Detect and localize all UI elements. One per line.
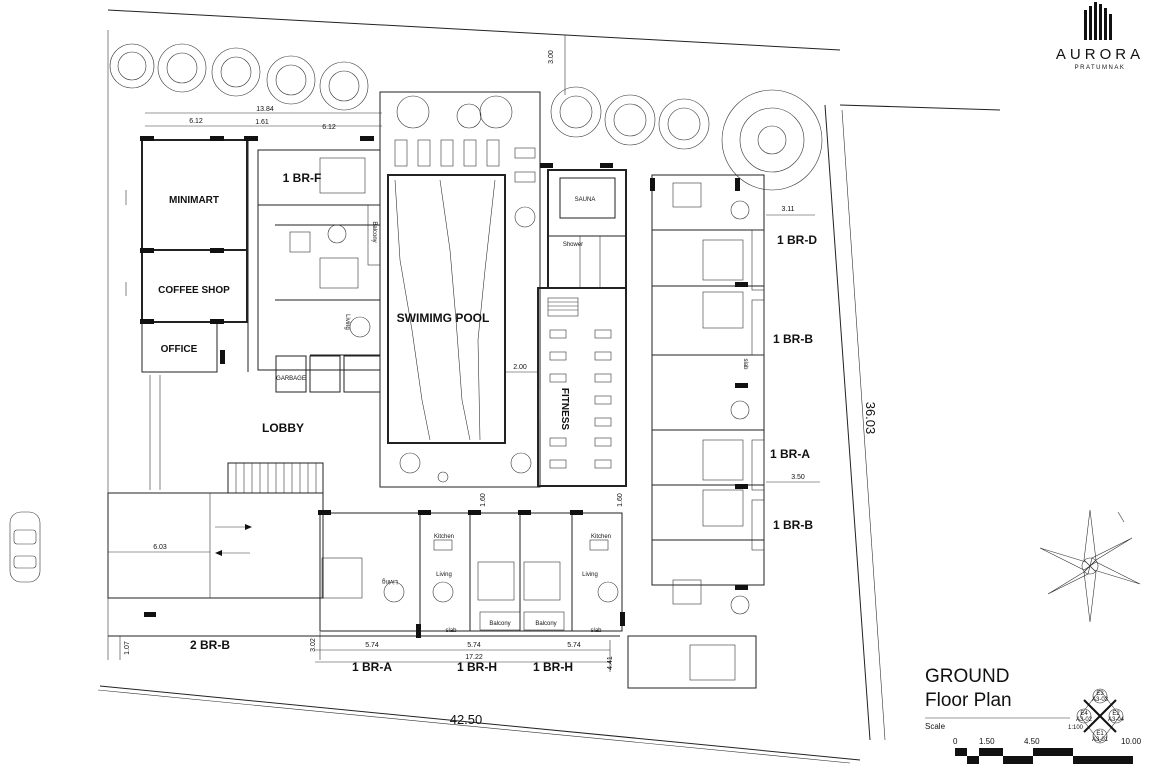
fitness-block (537, 287, 627, 487)
scale-ratio: 1:100 (1068, 725, 1084, 731)
room-label-balcony-3: Balcony (371, 221, 377, 242)
dim-42-50: 42.50 (450, 712, 483, 727)
room-label-balcony-2: Balcony (535, 621, 556, 627)
dim-17-22: 17.22 (465, 654, 483, 661)
room-label-coffee-shop: COFFEE SHOP (158, 285, 230, 296)
key-plan-left-ref: A3-02 (1076, 717, 1093, 723)
room-label-living-3: Living (582, 572, 598, 578)
room-label-balcony-1: Balcony (489, 621, 510, 627)
south-units (318, 510, 625, 638)
dim-1-60-left: 1.60 (480, 493, 487, 507)
dim-6-12-left: 6.12 (189, 118, 203, 125)
unit-label-1br-b-lower: 1 BR-B (773, 518, 813, 532)
brand-subtitle: PRATUMNAK (1075, 65, 1126, 71)
scale-tick-3: 10.00 (1121, 737, 1142, 746)
dimension-lines (97, 35, 886, 764)
room-label-garbage: GARBAGE (276, 376, 306, 382)
north-arrow-icon (1039, 509, 1141, 623)
aurora-logo-icon (1084, 2, 1112, 40)
scale-tick-1: 1.50 (979, 737, 995, 746)
unit-1br-f-plan (257, 149, 381, 393)
east-units (627, 174, 765, 689)
dim-1-07: 1.07 (124, 641, 131, 655)
unit-label-1br-h-2: 1 BR-H (533, 660, 573, 674)
sauna-block (540, 163, 627, 289)
room-label-swimming-pool: SWIMIMG POOL (397, 311, 490, 325)
key-plan-right: E2 (1112, 711, 1120, 717)
dim-6-12-right: 6.12 (322, 124, 336, 131)
key-plan-top: E3 (1096, 691, 1104, 697)
dim-5-74-a: 5.74 (365, 642, 379, 649)
room-label-living-2: Living (436, 572, 452, 578)
room-label-slab-2: slab (590, 628, 602, 634)
driveway (107, 492, 620, 637)
room-label-kitchen-1: Kitchen (434, 534, 454, 540)
site-boundary (99, 9, 1001, 761)
key-plan-icon (1076, 688, 1124, 744)
key-plan-top-ref: A3-03 (1092, 697, 1109, 703)
key-plan-left: E4 (1080, 711, 1088, 717)
commercial-block (125, 136, 374, 373)
room-label-fitness: FITNESS (559, 388, 570, 431)
dim-13-84: 13.84 (256, 106, 274, 113)
dim-5-74-b: 5.74 (467, 642, 481, 649)
unit-label-1br-d: 1 BR-D (777, 233, 817, 247)
dim-3-50: 3.50 (791, 474, 805, 481)
room-label-slab-1: slab (445, 628, 457, 634)
dim-3-00: 3.00 (548, 50, 555, 64)
scale-label: Scale (925, 722, 946, 731)
dim-4-41: 4.41 (607, 656, 614, 670)
scale-tick-2: 4.50 (1024, 737, 1040, 746)
room-label-lobby: LOBBY (262, 421, 304, 435)
car (9, 511, 41, 583)
unit-label-1br-a-right: 1 BR-A (770, 447, 810, 461)
plan-title-line2: Floor Plan (925, 690, 1012, 711)
dim-3-11: 3.11 (781, 206, 794, 213)
room-label-living-1: Living (382, 578, 398, 584)
room-label-sauna: SAUNA (575, 197, 596, 203)
dim-36-03: 36.03 (863, 402, 878, 435)
dim-2-00: 2.00 (513, 364, 527, 371)
unit-label-1br-h-1: 1 BR-H (457, 660, 497, 674)
room-label-shower: Shower (563, 242, 583, 248)
key-plan-right-ref: A3-04 (1108, 717, 1125, 723)
scale-bar (955, 748, 1133, 764)
scale-tick-0: 0 (953, 737, 958, 746)
dim-1-60-right: 1.60 (617, 493, 624, 507)
unit-label-1br-f: 1 BR-F (283, 171, 322, 185)
dim-6-03: 6.03 (153, 544, 167, 551)
key-plan-bottom-ref: A3-01 (1092, 737, 1109, 743)
unit-label-2br-b: 2 BR-B (190, 638, 230, 652)
unit-label-1br-b-upper: 1 BR-B (773, 332, 813, 346)
room-label-office: OFFICE (161, 344, 198, 355)
room-label-slab-3: slab (742, 358, 748, 370)
pool-area (379, 91, 541, 488)
room-label-living-4: Living (344, 314, 350, 330)
brand-name: AURORA (1056, 46, 1144, 63)
lobby-steps (149, 375, 324, 494)
plan-title-line1: GROUND (925, 666, 1009, 687)
room-label-kitchen-2: Kitchen (591, 534, 611, 540)
dim-5-74-c: 5.74 (567, 642, 581, 649)
dim-1-61: 1.61 (255, 119, 269, 126)
trees (109, 43, 823, 191)
key-plan-bottom: E1 (1096, 731, 1104, 737)
dim-3-02: 3.02 (310, 638, 317, 652)
unit-label-1br-a-bottom: 1 BR-A (352, 660, 392, 674)
room-label-minimart: MINIMART (169, 195, 219, 206)
